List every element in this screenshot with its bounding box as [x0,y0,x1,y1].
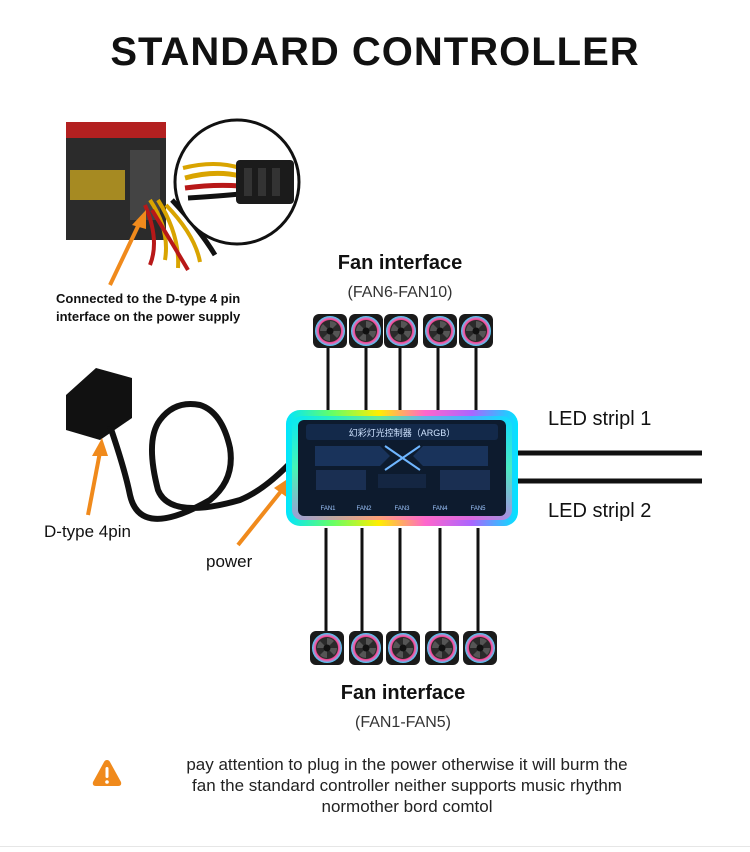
d-type-4pin-connector [66,368,298,522]
fan-interface-top-title: Fan interface [337,252,463,274]
rgb-fan-icon [313,314,347,348]
psu-arrow [108,210,146,286]
rgb-fan-icon [384,314,418,348]
controller-heading: 幻彩灯光控制器（ARGB） [349,427,456,438]
power-supply-illustration [66,118,301,272]
bottom-divider [0,846,750,847]
fan-interface-bottom-range: (FAN1-FAN5) [354,714,451,731]
fan-interface-bottom-title: Fan interface [340,682,466,704]
fan-interface-top-range: (FAN6-FAN10) [347,284,453,301]
led-strip-2-label: LED stripl 2 [548,500,652,522]
port-label-bottom: FAN5 [470,506,486,512]
rgb-fan-icon [349,314,383,348]
page-title: STANDARD CONTROLLER [110,30,640,74]
argb-controller-box: 幻彩灯光控制器（ARGB） FAN1 FAN2 FAN3 FAN4 FAN5 [286,410,518,526]
rgb-fan-icon [459,314,493,348]
rgb-fan-icon [310,631,344,665]
dtype-label: D-type 4pin [44,522,131,541]
port-label-bottom: FAN1 [320,506,336,512]
rgb-fan-icon [423,314,457,348]
psu-caption-line: interface on the power supply [56,309,241,324]
rgb-fan-icon [349,631,383,665]
top-fan-cables [326,345,478,412]
warning-text: pay attention to plug in the power other… [132,754,682,817]
port-label-bottom: FAN4 [432,506,448,512]
dtype-arrow [86,438,108,516]
warning-line: fan the standard controller neither supp… [192,776,622,795]
rgb-fan-icon [386,631,420,665]
warning-line: pay attention to plug in the power other… [186,755,628,774]
power-label: power [206,552,253,571]
rgb-fan-icon [463,631,497,665]
bottom-fans [310,631,497,665]
top-fans [313,314,493,348]
rgb-fan-icon [425,631,459,665]
port-label-bottom: FAN3 [394,506,410,512]
warning-triangle-icon [92,760,122,786]
warning-line: normother bord comtol [321,797,493,816]
port-label-bottom: FAN2 [356,506,372,512]
led-strip-1-label: LED stripl 1 [548,408,652,430]
bottom-fan-cables [324,528,480,632]
psu-caption: Connected to the D-type 4 pin interface … [56,290,296,326]
psu-caption-line: Connected to the D-type 4 pin [56,291,241,306]
